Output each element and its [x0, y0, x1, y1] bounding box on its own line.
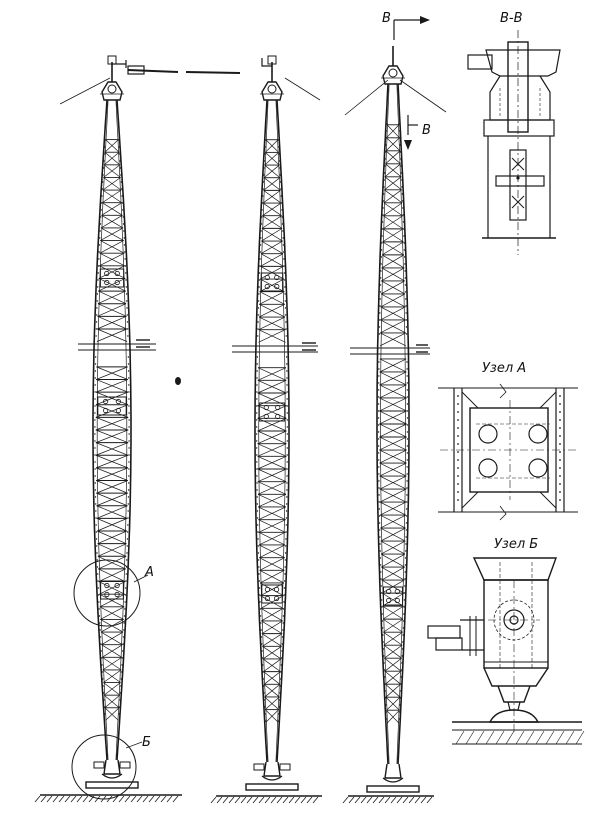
node-b-detail: Узел Б [427, 537, 585, 745]
callout-a: А [73, 559, 154, 627]
section-bb-title: В-В [500, 11, 523, 26]
callout-b-label: Б [142, 735, 151, 750]
node-a-detail: Узел А [438, 361, 578, 521]
ink-blot [175, 377, 181, 385]
callout-b: Б [71, 734, 151, 800]
break-marks [78, 339, 430, 355]
mast-front-view [85, 55, 139, 789]
mast-side-view [245, 55, 299, 791]
callout-a-label: А [144, 565, 154, 580]
connecting-rod [59, 65, 447, 116]
section-marker: В В [382, 11, 431, 150]
ground-hatching [34, 794, 434, 804]
node-a-title: Узел А [482, 361, 526, 376]
mast-section-view [366, 46, 420, 793]
section-marker-top: В [382, 11, 391, 26]
section-marker-side: В [422, 123, 431, 138]
section-bb-detail: В-В [467, 11, 561, 255]
node-b-title: Узел Б [494, 537, 538, 552]
